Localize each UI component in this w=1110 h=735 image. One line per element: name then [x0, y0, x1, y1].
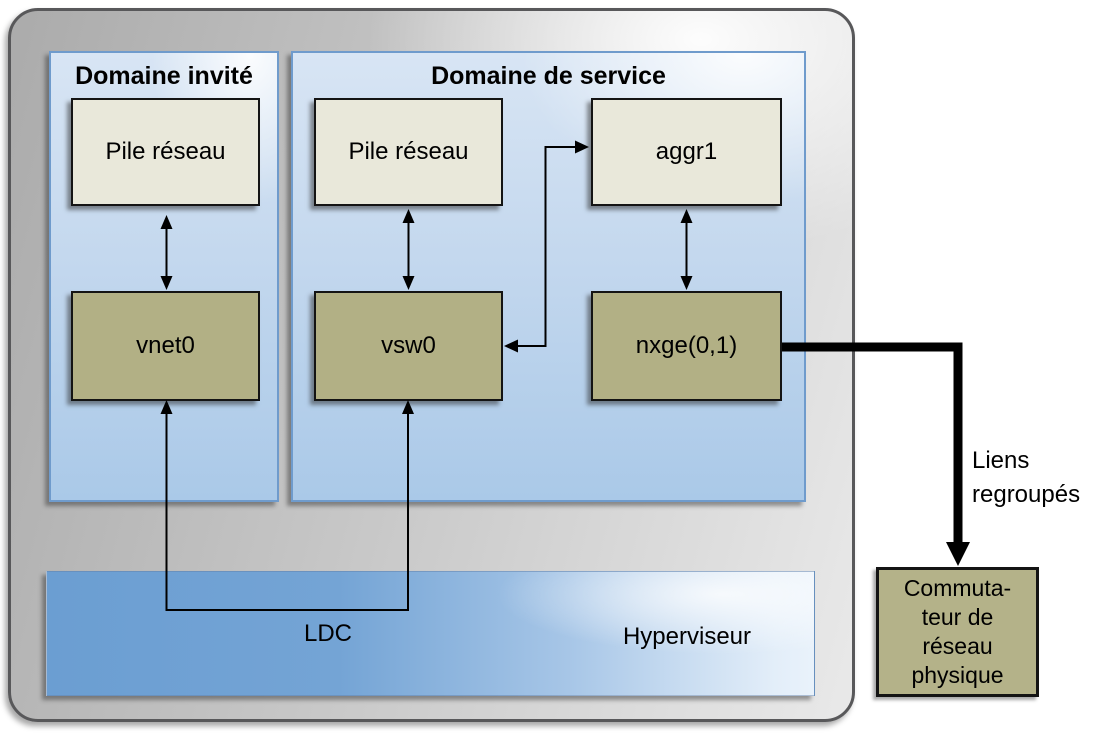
- vnet0-label: vnet0: [136, 332, 195, 359]
- aggregated-links-label: Liens regroupés: [972, 447, 1081, 508]
- guest-domain-title: Domaine invité: [75, 62, 253, 90]
- physical-switch-box: Commuta- teur de réseau physique: [876, 567, 1039, 697]
- aggr1-label: aggr1: [655, 138, 718, 165]
- guest-network-stack-label: Pile réseau: [105, 138, 226, 165]
- hypervisor-bar: LDC Hyperviseur: [46, 571, 815, 696]
- vsw0-box: vsw0: [314, 291, 503, 401]
- service-network-stack-box: Pile réseau: [314, 98, 503, 206]
- guest-network-stack-box: Pile réseau: [71, 98, 260, 206]
- service-network-stack-label: Pile réseau: [348, 138, 469, 165]
- aggr1-box: aggr1: [591, 98, 782, 206]
- vsw0-label: vsw0: [381, 332, 436, 359]
- hypervisor-label: Hyperviseur: [622, 623, 752, 650]
- vnet0-box: vnet0: [71, 291, 260, 401]
- nxge-box: nxge(0,1): [591, 291, 782, 401]
- service-domain-title: Domaine de service: [431, 62, 666, 90]
- nxge-label: nxge(0,1): [635, 332, 738, 359]
- ldc-label: LDC: [303, 620, 352, 647]
